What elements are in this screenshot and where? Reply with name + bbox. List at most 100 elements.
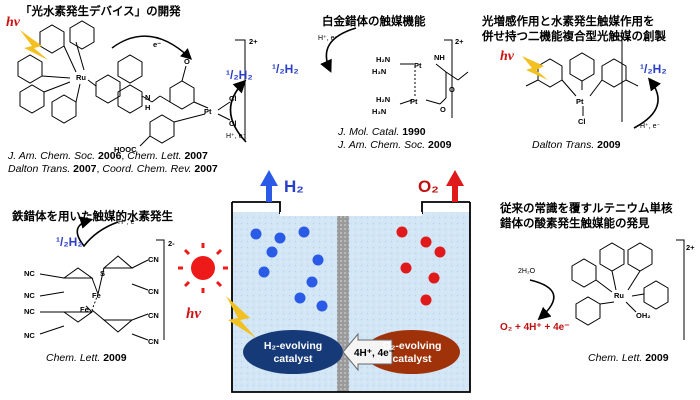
tl-ru-label: Ru bbox=[76, 73, 86, 82]
tc-o2: O bbox=[440, 105, 446, 114]
ml-cn2: CN bbox=[148, 287, 159, 296]
h2-up-arrow bbox=[260, 170, 278, 202]
ml-ref-year: 2009 bbox=[100, 352, 127, 364]
mr-charge-label: 2+ bbox=[686, 243, 695, 252]
electron-transfer-arrow bbox=[111, 35, 193, 60]
ml-s-label: S bbox=[100, 269, 105, 278]
tr-catalysis-arrow bbox=[633, 77, 661, 129]
tr-cl-label: Cl bbox=[578, 117, 586, 126]
tl-hooc-label: HOOC bbox=[114, 145, 137, 154]
pt-dimer-bracket bbox=[444, 39, 453, 118]
tc-h2n-2: H₂N bbox=[376, 95, 390, 104]
tc-ref-line2: J. Am. Chem. Soc. 2009 bbox=[338, 139, 451, 151]
tl-charge-label: 2+ bbox=[249, 37, 258, 46]
tl-lightning-icon bbox=[20, 30, 48, 60]
ml-fe1-label: Fe bbox=[92, 291, 101, 300]
device-hv-label: hν bbox=[186, 306, 201, 322]
ml-nc4: NC bbox=[24, 331, 35, 340]
h2-catalyst-ellipse bbox=[243, 330, 343, 374]
tc-ref1-year: 1990 bbox=[399, 126, 426, 138]
pt-terpyridine-structure bbox=[525, 52, 639, 116]
mr-title-line1: 従来の常識を覆すルテニウム単核 bbox=[500, 201, 673, 215]
tl-cl2-label: Cl bbox=[229, 119, 237, 128]
ml-ref: Chem. Lett. 2009 bbox=[46, 352, 127, 364]
mr-ref: Chem. Lett. 2009 bbox=[588, 352, 669, 364]
tc-ref2-year: 2009 bbox=[425, 139, 452, 151]
h2-label: H₂ bbox=[284, 177, 304, 196]
o2-up-arrow bbox=[446, 170, 464, 202]
tr-reagent-label: H⁺, e⁻ bbox=[640, 123, 661, 130]
device-lightning-icon bbox=[226, 296, 256, 338]
tl-electron-label: e⁻ bbox=[153, 40, 161, 49]
ml-catalysis-arrow bbox=[76, 216, 119, 248]
tr-product-label: ¹/₂H₂ bbox=[640, 62, 667, 76]
mr-catalysis-arrow bbox=[529, 279, 555, 321]
ru-mononuclear-structure bbox=[571, 242, 669, 326]
ml-reagent-label: H⁺, e⁻ bbox=[118, 219, 139, 226]
h2-catalyst-line1: H₂-evolving bbox=[264, 340, 322, 352]
tl-ref-line1: J. Am. Chem. Soc. 2006, Chem. Lett. 2007 bbox=[8, 150, 208, 162]
ml-cn3: CN bbox=[148, 311, 159, 320]
device bbox=[231, 170, 471, 393]
ml-nc1: NC bbox=[24, 269, 35, 278]
tl-n-label: N bbox=[145, 93, 150, 102]
mr-ref-journal: Chem. Lett. bbox=[588, 352, 643, 364]
tc-pt2: Pt bbox=[410, 97, 418, 106]
ml-cn1: CN bbox=[148, 255, 159, 264]
tl-ref1-journal: J. Am. Chem. Soc. bbox=[8, 150, 96, 162]
tr-pt-label: Pt bbox=[576, 97, 584, 106]
ml-title: 鉄錯体を用いた触媒的水素発生 bbox=[12, 209, 173, 223]
tl-product-label: ¹/₂H₂ bbox=[226, 68, 253, 82]
tr-ref-year: 2009 bbox=[594, 139, 621, 151]
ru-pt-complex-bracket bbox=[235, 39, 246, 140]
tr-title-line2: 併せ持つ二機能複合型光触媒の創製 bbox=[482, 29, 666, 43]
tc-title: 白金錯体の触媒機能 bbox=[322, 14, 426, 28]
tc-h3n-2: H₃N bbox=[372, 107, 386, 116]
transfer-label: 4H⁺, 4e⁻ bbox=[354, 348, 394, 359]
ml-nc3: NC bbox=[24, 307, 35, 316]
tl-ref2-sep: , bbox=[96, 163, 103, 175]
membrane bbox=[337, 212, 349, 392]
tl-ref2-year2: 2007 bbox=[191, 163, 218, 175]
ml-cn4: CN bbox=[148, 337, 159, 346]
ru-pt-complex-structure bbox=[17, 20, 231, 147]
tl-title: 「光水素発生デバイス」の開発 bbox=[20, 4, 181, 18]
fe-complex-structure bbox=[39, 255, 149, 341]
ml-charge-label: 2- bbox=[168, 239, 175, 248]
tr-hv-label: hν bbox=[500, 49, 515, 64]
mr-oh2-label: OH₂ bbox=[636, 311, 651, 320]
mr-reactant-label: 2H₂O bbox=[518, 268, 536, 275]
tc-catalysis-arrow bbox=[320, 27, 357, 73]
ml-ref-journal: Chem. Lett. bbox=[46, 352, 101, 364]
tc-ref2-journal: J. Am. Chem. Soc. bbox=[338, 139, 426, 151]
tl-ref1-year: 2006 bbox=[95, 150, 122, 162]
o2-catalyst-line1: O₂-evolving bbox=[383, 340, 442, 352]
tl-catalysis-arrow bbox=[229, 79, 247, 143]
tc-ref1-journal: J. Mol. Catal. bbox=[338, 126, 400, 138]
tc-ref-line1: J. Mol. Catal. 1990 bbox=[338, 126, 426, 138]
tl-ref2-journal: Dalton Trans. bbox=[8, 163, 71, 175]
ml-product-label: ¹/₂H₂ bbox=[56, 235, 83, 249]
tc-charge-label: 2+ bbox=[455, 37, 464, 46]
tl-h-label: H bbox=[145, 103, 150, 112]
sun-icon bbox=[178, 243, 228, 293]
pt-terpyridine-bracket bbox=[614, 35, 623, 122]
h2-catalyst-line2: catalyst bbox=[273, 353, 313, 365]
tr-charge-label: + bbox=[626, 35, 631, 44]
tr-ref: Dalton Trans. 2009 bbox=[532, 139, 621, 151]
tl-cl1-label: Cl bbox=[229, 94, 237, 103]
mr-title-line2: 錯体の酸素発生触媒能の発見 bbox=[500, 216, 650, 230]
tl-pt-label: Pt bbox=[204, 107, 212, 116]
o2-catalyst-line2: catalyst bbox=[392, 353, 432, 365]
tc-h3n-1: H₃N bbox=[372, 67, 386, 76]
tc-pt1: Pt bbox=[414, 61, 422, 70]
o2-bubbles bbox=[396, 226, 446, 306]
transfer-arrow bbox=[342, 332, 393, 372]
tr-lightning-icon bbox=[522, 56, 548, 80]
mr-ref-year: 2009 bbox=[642, 352, 669, 364]
mr-products-label: O₂ + 4H⁺ + 4e⁻ bbox=[500, 322, 569, 333]
tr-ref-journal: Dalton Trans. bbox=[532, 139, 595, 151]
tl-ref2-year: 2007 bbox=[70, 163, 97, 175]
ml-fe2-label: Fe bbox=[80, 305, 89, 314]
